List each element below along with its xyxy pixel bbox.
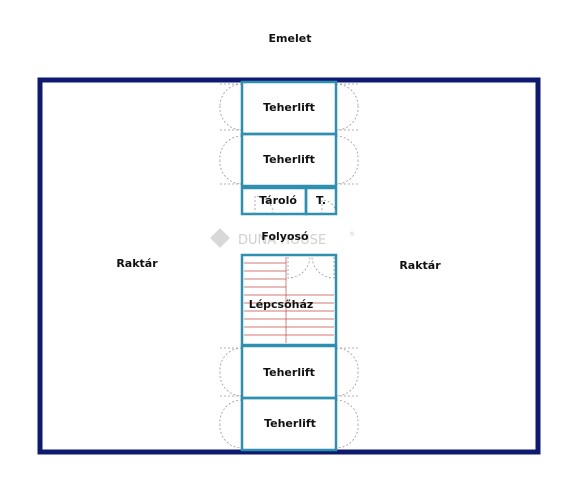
door-swings-upper	[219, 83, 359, 185]
label-lift-4: Teherlift	[264, 417, 316, 430]
floor-title: Emelet	[269, 32, 312, 45]
label-right-storage: Raktár	[399, 259, 441, 272]
label-lift-3: Teherlift	[263, 366, 315, 379]
lift-4-room	[240, 396, 338, 452]
label-left-storage: Raktár	[116, 257, 158, 270]
label-storage: Tároló	[259, 194, 297, 207]
stair-treads	[244, 257, 334, 343]
label-stairwell: Lépcsőház	[249, 298, 314, 311]
watermark-logo-icon	[210, 228, 230, 248]
watermark-registered: ®	[349, 231, 355, 238]
outer-wall	[37, 77, 541, 455]
stairwell-door-swing	[287, 256, 335, 279]
toilet-door-swing	[321, 199, 337, 215]
storage-door-swing	[254, 195, 274, 215]
lift-2-room	[240, 132, 338, 188]
watermark: DUNA HOUSE ®	[210, 228, 355, 248]
label-corridor: Folyosó	[261, 230, 309, 243]
toilet-room	[304, 186, 338, 216]
label-toilet: T.	[316, 194, 326, 207]
label-lift-2: Teherlift	[263, 153, 315, 166]
watermark-text: DUNA HOUSE	[238, 233, 326, 248]
label-lift-1: Teherlift	[263, 101, 315, 114]
door-swings-lower	[219, 347, 359, 449]
